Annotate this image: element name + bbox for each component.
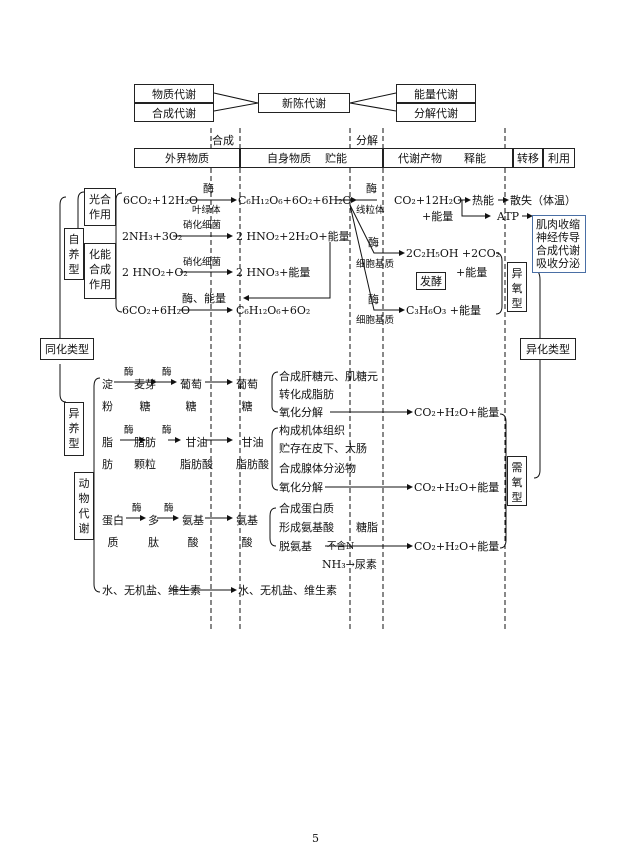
fat-fate-3: 合成腺体分泌物 (279, 462, 356, 475)
maltose-label: 麦芽糖 (134, 378, 156, 413)
utilize-box: 利用 (543, 148, 575, 168)
resp-enzyme: 酶 (366, 182, 377, 195)
external-substances-box: 外界物质 (134, 148, 240, 168)
polypeptide-enzyme: 酶 (164, 503, 174, 514)
photosynthesis-box: 光合作用 (84, 188, 116, 226)
fat-enzyme: 酶 (124, 425, 134, 436)
protein-fate-2: 形成氨基酸 (279, 521, 334, 534)
protein-oxidation-product: CO₂+H₂O+能量 (414, 540, 500, 553)
aerobic-energy: +能量 (422, 210, 454, 223)
dissimilation-type-box: 异化类型 (520, 338, 576, 360)
atp-uses-box: 肌肉收缩神经传导合成代谢吸收分泌 (532, 215, 586, 273)
sugar-oxidation-product: CO₂+H₂O+能量 (414, 406, 500, 419)
ferm-products: 2C₂H₅OH +2CO₂ (406, 247, 500, 260)
chem1-products: 2 HNO₂+2H₂O+能量 (236, 230, 350, 243)
heterotrophic-box: 异养型 (64, 402, 84, 456)
no-n-label: 不含N (327, 541, 355, 552)
aerobic-box: 需氧型 (507, 456, 527, 506)
cytoplasm-label-2: 细胞基质 (356, 315, 395, 326)
protein-fate-1: 合成蛋白质 (279, 502, 334, 515)
decomposition-metabolism-box: 分解代谢 (396, 103, 476, 122)
fat-fate-4: 氧化分解 (279, 481, 323, 494)
protein-label: 蛋白质 (102, 514, 124, 549)
fat-particles-label: 脂肪颗粒 (134, 436, 156, 471)
anaerobic-box: 异氧型 (507, 262, 527, 312)
enzyme-energy-label: 酶、能量 (182, 292, 226, 305)
animal-metabolism-box: 动物代谢 (74, 472, 94, 540)
chemosynthesis-box: 化能合成作用 (84, 243, 116, 299)
fat-particles-enzyme: 酶 (162, 425, 172, 436)
fat-fate-2: 贮存在皮下、大肠 (279, 442, 367, 455)
photo-enzyme: 酶 (203, 182, 214, 195)
starch-enzyme: 酶 (124, 367, 134, 378)
mitochondria-label: 线粒体 (356, 205, 385, 216)
autotrophic-box: 自养型 (64, 228, 84, 280)
nitrite-bacteria-2: 硝化细菌 (183, 257, 222, 268)
fat-oxidation-product: CO₂+H₂O+能量 (414, 481, 500, 494)
energy-metabolism-box: 能量代谢 (396, 84, 476, 103)
aerobic-products: CO₂+12H₂O (394, 194, 463, 207)
glucose-label-2: 葡萄糖 (236, 378, 258, 413)
heat-loss-label: 散失（体温） (510, 194, 576, 207)
page-number: 5 (312, 832, 319, 845)
water-minerals-vitamins-2: 水、无机盐、维生素 (238, 584, 337, 597)
cytoplasm-label-1: 细胞基质 (356, 259, 395, 270)
protein-enzyme: 酶 (132, 503, 142, 514)
ferm-enzyme: 酶 (368, 236, 379, 249)
metabolism-box: 新陈代谢 (258, 93, 350, 113)
sugar-fat-label: 糖脂 (356, 521, 378, 534)
glycerol-fa-label: 甘油脂肪酸 (180, 436, 213, 471)
fermentation-box: 发酵 (416, 272, 446, 290)
fat-fate-1: 构成机体组织 (279, 424, 345, 437)
fat-label: 脂肪 (102, 436, 113, 471)
chloroplast-label: 叶绿体 (192, 205, 221, 216)
metabolic-products-box: 代谢产物释能 (383, 148, 513, 168)
chem2-products: 2 HNO₃+能量 (236, 266, 311, 279)
chem1-reactants: 2NH₃+3O₂ (122, 230, 183, 243)
sugar-fate-2: 转化成脂肪 (279, 388, 334, 401)
maltose-enzyme: 酶 (162, 367, 172, 378)
chem3-products: C₆H₁₂O₆+6O₂ (236, 304, 311, 317)
glycerol-fa-label-2: 甘油脂肪酸 (236, 436, 269, 471)
decomposition-label: 分解 (356, 134, 378, 147)
own-substances-box: 自身物质贮能 (240, 148, 383, 168)
sugar-fate-3: 氧化分解 (279, 406, 323, 419)
synthesis-metabolism-box: 合成代谢 (134, 103, 214, 122)
amino-acid-label: 氨基酸 (182, 514, 204, 549)
heat-energy-label: 热能 (472, 194, 494, 207)
nitrite-bacteria-1: 硝化细菌 (183, 220, 222, 231)
lactic-products: C₃H₆O₃ +能量 (406, 304, 481, 317)
chem3-reactants: 6CO₂+6H₂O (122, 304, 191, 317)
polypeptide-label: 多肽 (148, 514, 159, 549)
material-metabolism-box: 物质代谢 (134, 84, 214, 103)
water-minerals-vitamins: 水、无机盐、维生素 (102, 584, 201, 597)
chem2-reactants: 2 HNO₂+O₂ (122, 266, 188, 279)
photo-reactants: 6CO₂+12H₂O (123, 194, 199, 207)
photo-products: C₆H₁₂O₆+6O₂+6H₂O (238, 194, 352, 207)
atp-label: ATP (497, 210, 520, 223)
starch-label: 淀粉 (102, 378, 113, 413)
sugar-fate-1: 合成肝糖元、肌糖元 (279, 370, 378, 383)
transfer-box: 转移 (513, 148, 543, 168)
amino-acid-label-2: 氨基酸 (236, 514, 258, 549)
lactic-enzyme: 酶 (368, 293, 379, 306)
synthesis-label: 合成 (212, 134, 234, 147)
urea-label: NH₃→尿素 (322, 558, 377, 571)
glucose-label: 葡萄糖 (180, 378, 202, 413)
ferm-energy: +能量 (456, 266, 488, 279)
protein-fate-3: 脱氨基 (279, 540, 312, 553)
assimilation-type-box: 同化类型 (40, 338, 94, 360)
